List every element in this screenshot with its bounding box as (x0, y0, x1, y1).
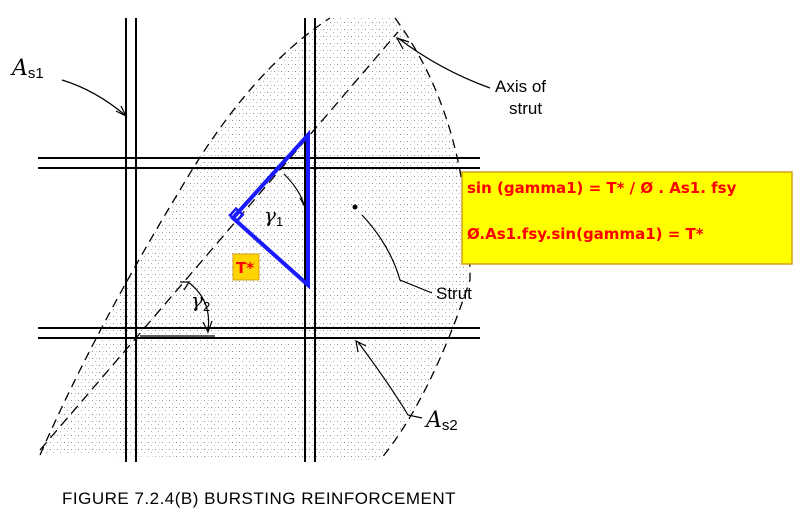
svg-text:As2: As2 (424, 408, 458, 434)
note-line-1: sin (gamma1) = T* / Ø . As1. fsy (467, 179, 737, 197)
horizontal-bar-top (38, 157, 480, 169)
figure-caption: FIGURE 7.2.4(B) BURSTING REINFORCEMENT (62, 489, 456, 508)
vertical-bar-right (304, 18, 316, 462)
note-line-2: Ø.As1.fsy.sin(gamma1) = T* (467, 225, 704, 243)
gamma2-symbol: γ (191, 288, 203, 312)
strut-leader (361, 214, 433, 294)
svg-text:γ2: γ2 (191, 288, 210, 314)
svg-text:As1: As1 (10, 56, 44, 82)
gamma1-symbol: γ (264, 203, 276, 227)
svg-text:γ1: γ1 (264, 203, 283, 229)
as2-label: A (424, 408, 442, 433)
axis-of-strut-label: Axis of (495, 77, 546, 96)
gamma2-angle (140, 281, 215, 337)
strut-boundary-right (379, 17, 471, 461)
as1-label: A (10, 56, 28, 81)
as1-leader (61, 79, 126, 116)
annotation-note: sin (gamma1) = T* / Ø . As1. fsy Ø.As1.f… (461, 171, 793, 265)
strut-center-dot (352, 204, 358, 210)
horizontal-bar-bottom (38, 327, 480, 339)
as2-leader (357, 341, 423, 419)
axis-leader (397, 37, 491, 89)
strut-label: Strut (436, 284, 472, 303)
strut-axis-line (39, 31, 399, 451)
force-triangle (230, 129, 310, 290)
vertical-bar-left (125, 18, 137, 462)
axis-of-strut-label-line2: strut (509, 99, 542, 118)
strut-boundary-left (39, 17, 331, 456)
t-star-label: T* (236, 259, 254, 277)
right-angle-marker (228, 206, 245, 224)
t-star-badge: T* (232, 253, 260, 281)
